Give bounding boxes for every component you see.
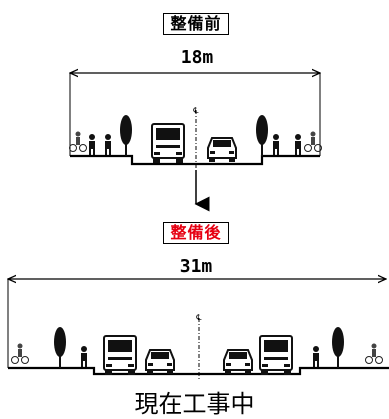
after-section: ℄ bbox=[8, 279, 389, 380]
before-width-text: 18m bbox=[180, 47, 214, 68]
after-width-text: 31m bbox=[179, 256, 213, 277]
svg-text:℄: ℄ bbox=[196, 313, 202, 322]
before-label: 整備前 bbox=[163, 13, 229, 35]
after-label: 整備後 bbox=[163, 222, 229, 244]
status-text: 現在工事中 bbox=[134, 390, 255, 418]
before-section: ℄ bbox=[69, 73, 322, 170]
svg-text:℄: ℄ bbox=[193, 106, 199, 115]
